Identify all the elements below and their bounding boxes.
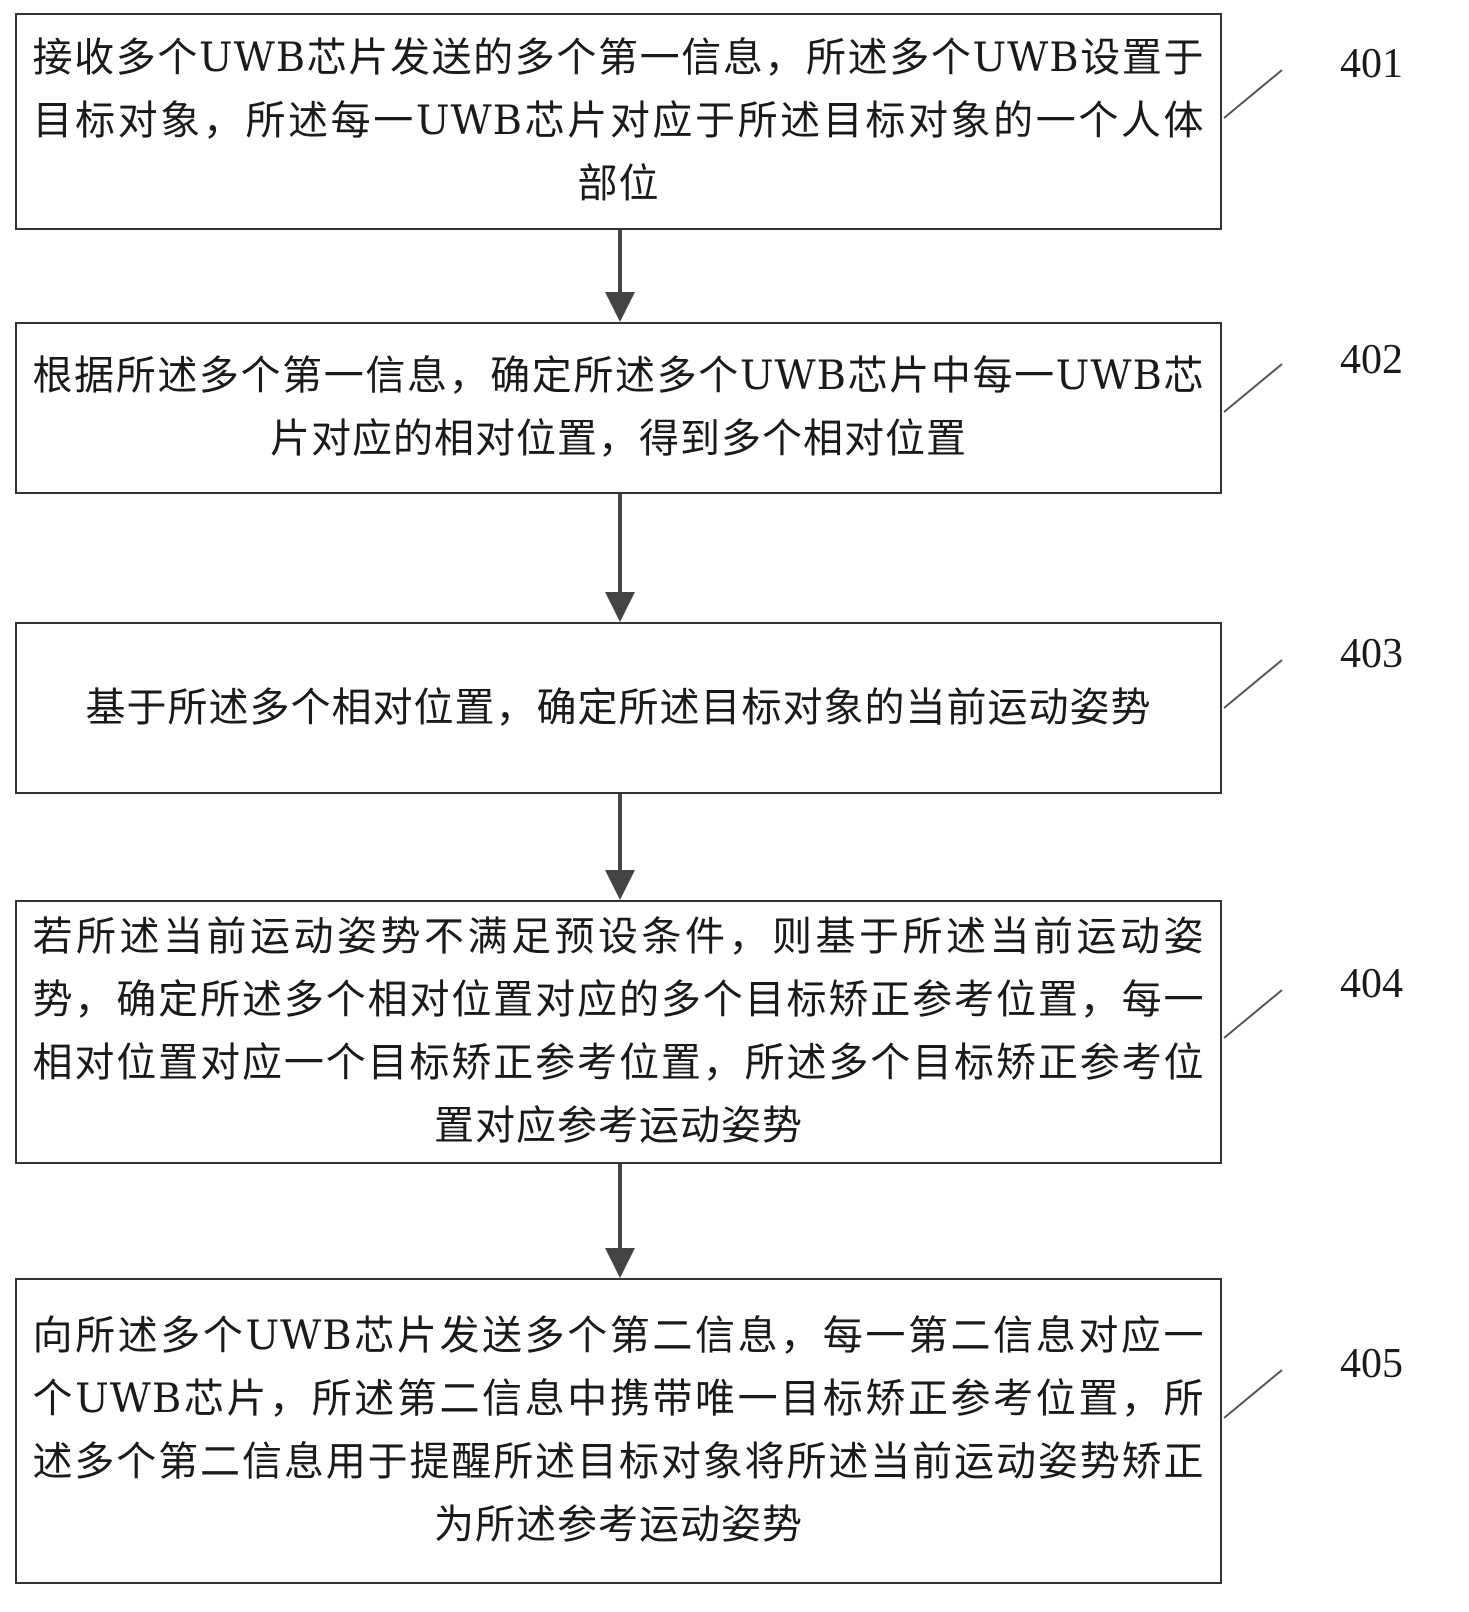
step-text-401: 接收多个UWB芯片发送的多个第一信息，所述多个UWB设置于目标对象，所述每一UW… bbox=[32, 35, 1205, 207]
step-text-403: 基于所述多个相对位置，确定所述目标对象的当前运动姿势 bbox=[85, 684, 1152, 731]
step-number-405: 405 bbox=[1340, 1341, 1403, 1387]
step-box-403: 基于所述多个相对位置，确定所述目标对象的当前运动姿势 bbox=[15, 622, 1222, 794]
step-number-401: 401 bbox=[1340, 41, 1403, 87]
step-box-402: 根据所述多个第一信息，确定所述多个UWB芯片中每一UWB芯片对应的相对位置，得到… bbox=[15, 322, 1222, 494]
flow-arrow-404-405 bbox=[605, 1164, 635, 1278]
step-text-404: 若所述当前运动姿势不满足预设条件，则基于所述当前运动姿势，确定所述多个相对位置对… bbox=[32, 914, 1205, 1149]
step-box-404: 若所述当前运动姿势不满足预设条件，则基于所述当前运动姿势，确定所述多个相对位置对… bbox=[15, 900, 1222, 1164]
step-text-402: 根据所述多个第一信息，确定所述多个UWB芯片中每一UWB芯片对应的相对位置，得到… bbox=[32, 353, 1205, 462]
step-box-405: 向所述多个UWB芯片发送多个第二信息，每一第二信息对应一个UWB芯片，所述第二信… bbox=[15, 1278, 1222, 1584]
step-box-401: 接收多个UWB芯片发送的多个第一信息，所述多个UWB设置于目标对象，所述每一UW… bbox=[15, 13, 1222, 230]
leader-line-401 bbox=[1223, 69, 1283, 119]
step-number-403: 403 bbox=[1340, 631, 1403, 677]
step-text-405: 向所述多个UWB芯片发送多个第二信息，每一第二信息对应一个UWB芯片，所述第二信… bbox=[32, 1313, 1205, 1548]
step-number-404: 404 bbox=[1340, 961, 1403, 1007]
leader-line-405 bbox=[1223, 1369, 1283, 1419]
step-number-402: 402 bbox=[1340, 337, 1403, 383]
flow-arrow-402-403 bbox=[605, 494, 635, 622]
flow-arrow-401-402 bbox=[605, 230, 635, 322]
leader-line-404 bbox=[1223, 989, 1283, 1039]
flow-arrow-403-404 bbox=[605, 794, 635, 900]
leader-line-402 bbox=[1223, 363, 1283, 413]
leader-line-403 bbox=[1223, 659, 1283, 709]
